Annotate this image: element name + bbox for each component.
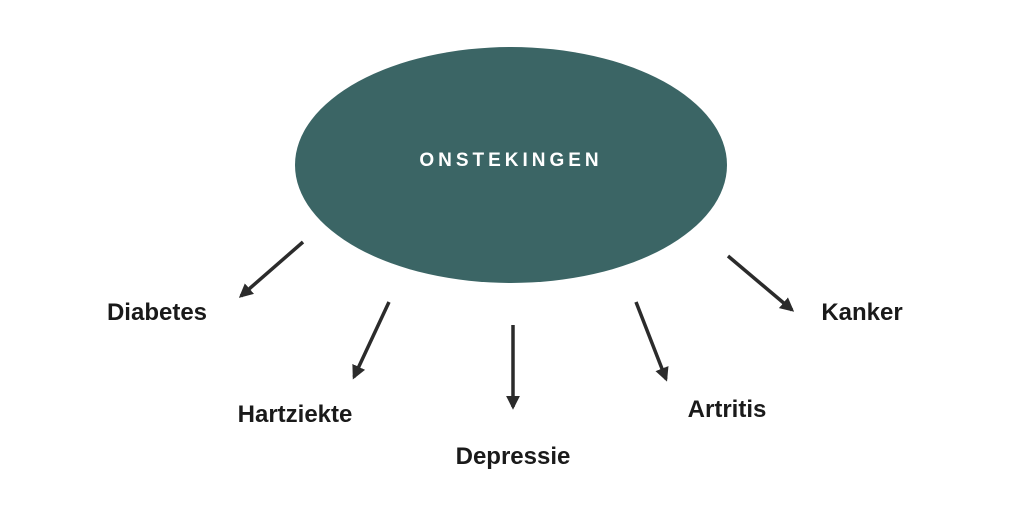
arrow-kanker	[726, 254, 795, 312]
arrow-hartziekte	[352, 301, 391, 380]
arrow-diabetes	[238, 240, 305, 298]
label-depressie: Depressie	[455, 443, 571, 470]
label-diabetes: Diabetes	[106, 299, 208, 326]
center-ellipse	[295, 47, 727, 283]
label-artritis: Artritis	[687, 396, 767, 423]
label-kanker: Kanker	[821, 299, 903, 326]
center-label: ONSTEKINGEN	[419, 150, 603, 171]
label-hartziekte: Hartziekte	[237, 401, 353, 428]
arrow-artritis	[634, 301, 669, 382]
